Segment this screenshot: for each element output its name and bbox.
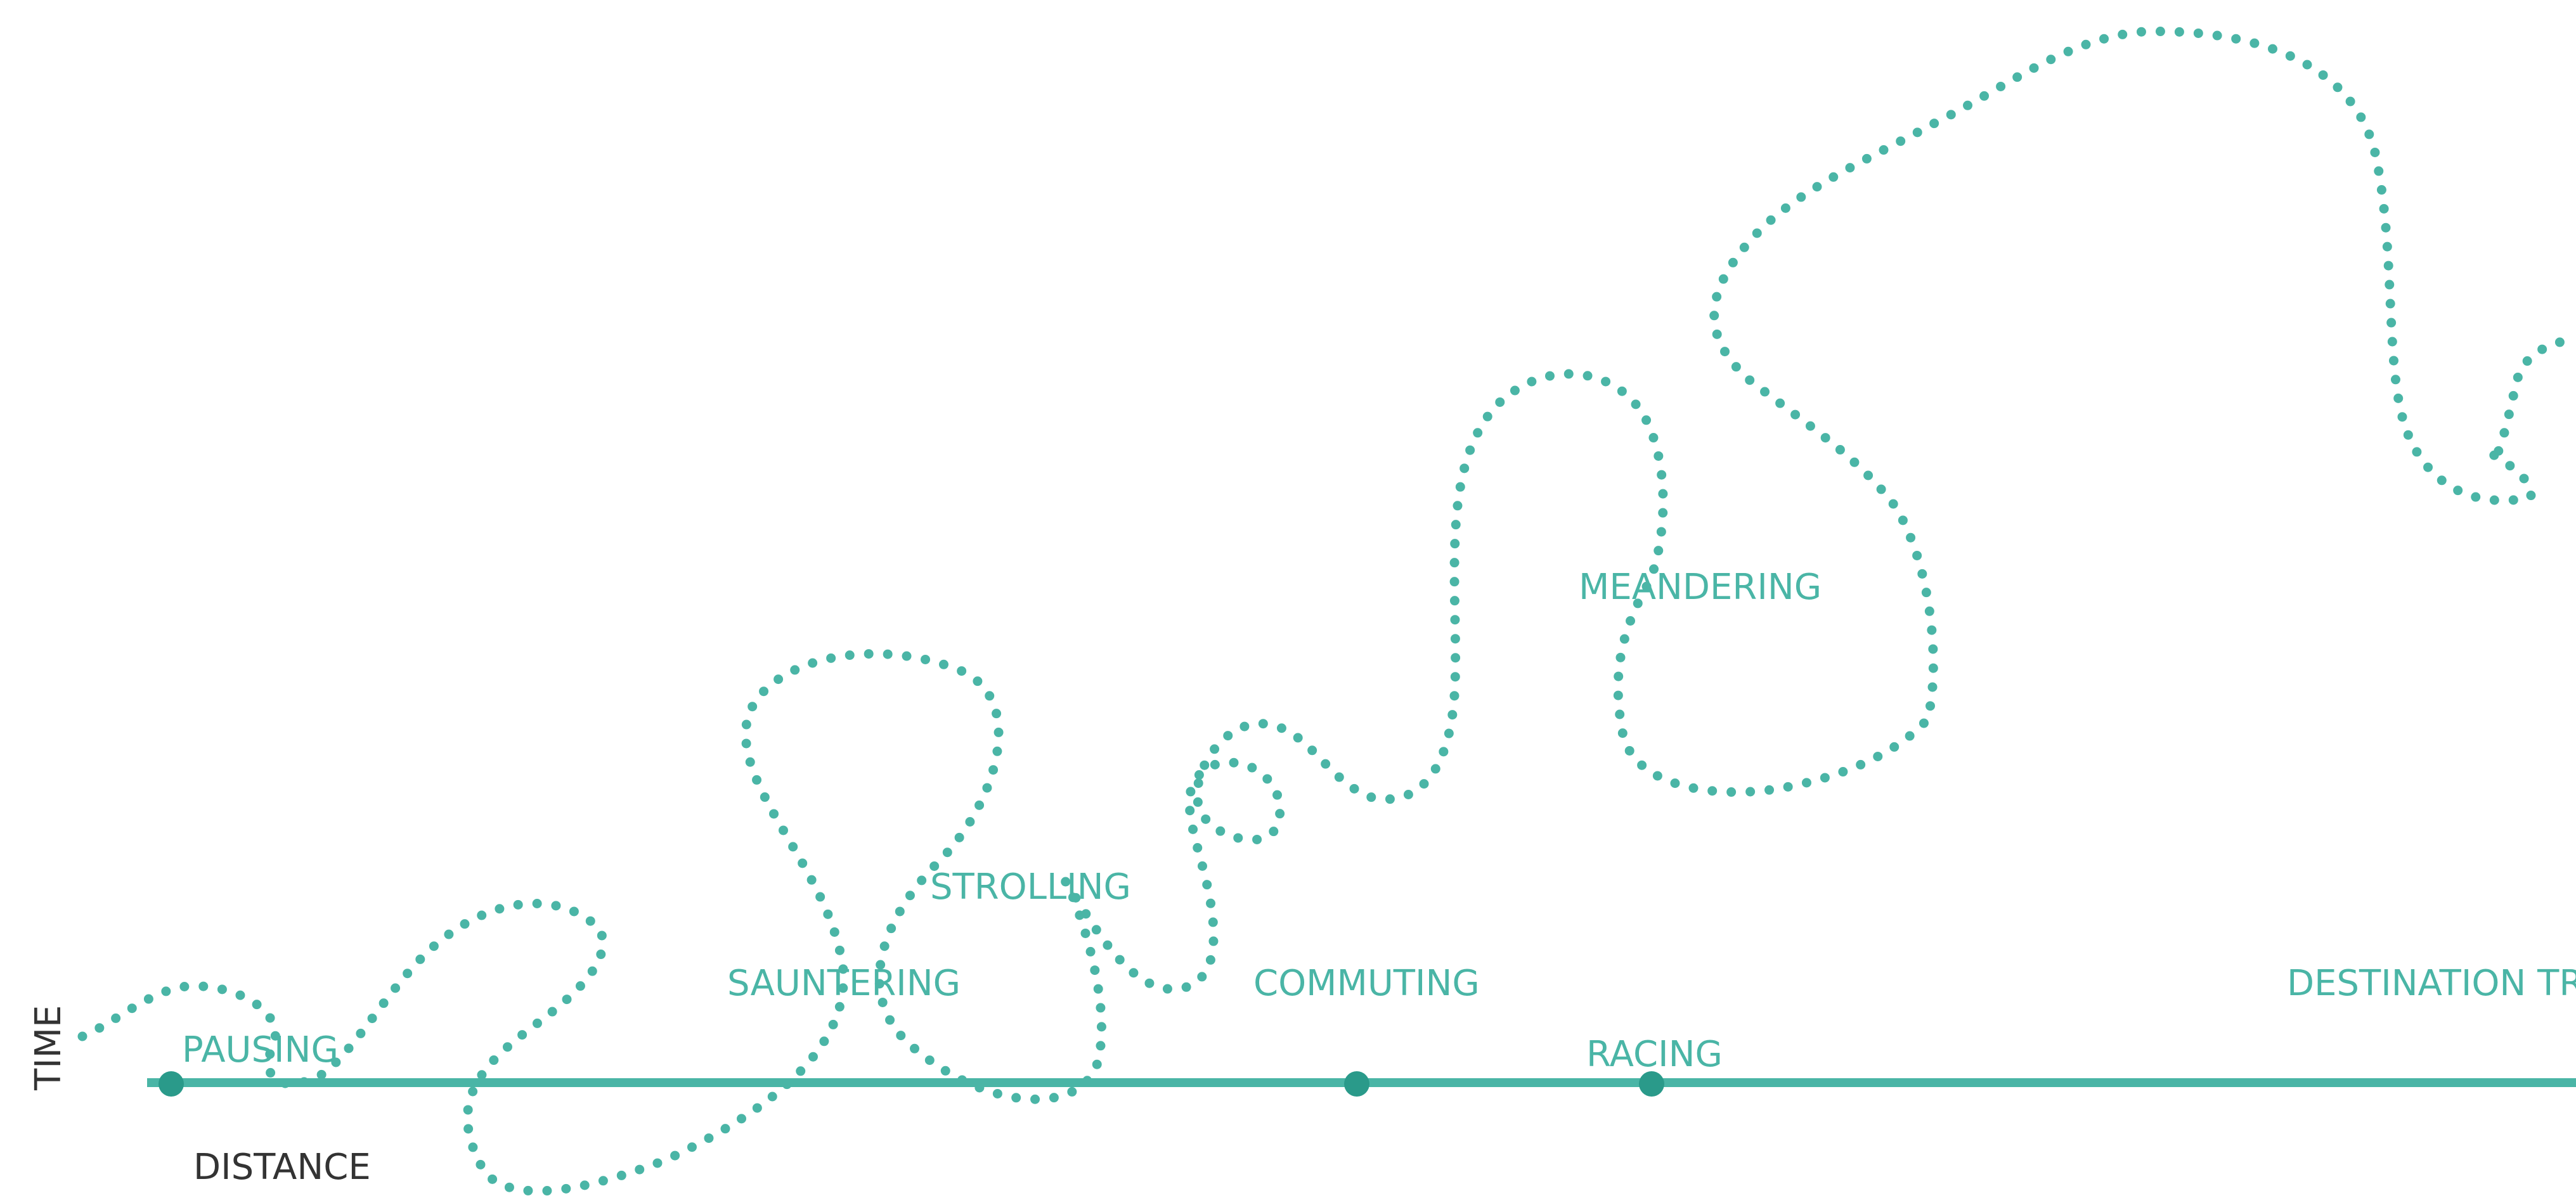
racing-marker — [1639, 1071, 1664, 1097]
racing-label: RACING — [1586, 1034, 1723, 1075]
meandering-dotted-path — [77, 27, 2576, 1196]
time-axis-label: TIME — [28, 1005, 69, 1091]
commuting-marker — [1344, 1071, 1369, 1097]
meandering-label: MEANDERING — [1579, 567, 1822, 608]
commuting-label: COMMUTING — [1253, 963, 1480, 1004]
strolling-label: STROLLING — [930, 866, 1131, 908]
distance-axis-label: DISTANCE — [193, 1147, 371, 1188]
destination-trip-label: DESTINATION TRIP — [2287, 963, 2576, 1004]
sauntering-label: SAUNTERING — [727, 963, 961, 1004]
pausing-marker — [159, 1071, 184, 1097]
pausing-label: PAUSING — [182, 1029, 339, 1071]
